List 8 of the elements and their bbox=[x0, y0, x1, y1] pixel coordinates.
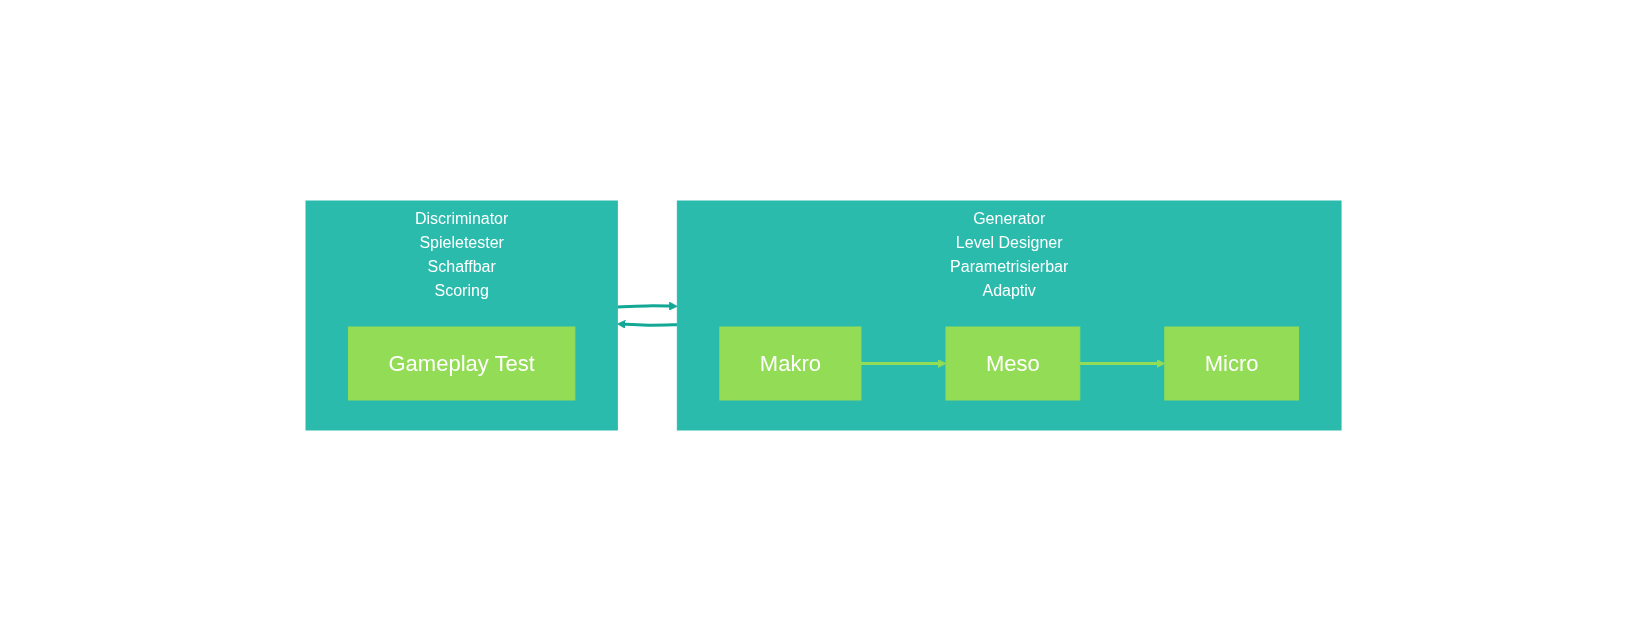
arrow bbox=[860, 358, 947, 368]
node-box: Micro bbox=[1164, 326, 1299, 400]
arrow bbox=[1079, 358, 1166, 368]
arrow bbox=[616, 319, 678, 329]
arrow bbox=[617, 301, 678, 310]
node-box: Meso bbox=[945, 326, 1081, 400]
node-box: Gameplay Test bbox=[347, 326, 576, 400]
node-box: Makro bbox=[719, 326, 862, 400]
